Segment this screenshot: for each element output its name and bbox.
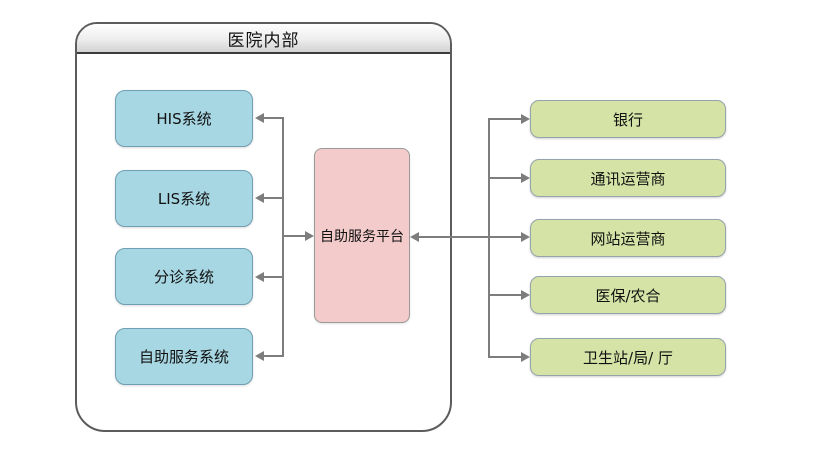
connector-platform-external-trunk — [419, 236, 521, 238]
connector-to-self-service-system — [264, 355, 284, 357]
connector-right-bracket — [488, 118, 490, 358]
node-telecom-operator: 通讯运营商 — [530, 159, 726, 197]
arrowhead-external-to-platform — [410, 232, 419, 242]
node-website-operator: 网站运营商 — [530, 219, 726, 257]
node-lis-system: LIS系统 — [115, 170, 253, 227]
node-bank: 银行 — [530, 100, 726, 138]
connector-to-his — [264, 117, 284, 119]
node-medical-insurance: 医保/农合 — [530, 276, 726, 314]
arrowhead-internal-to-platform — [305, 231, 314, 241]
node-health-station: 卫生站/局/ 厅 — [530, 338, 726, 376]
arrowhead-to-self-service-system — [255, 351, 264, 361]
node-triage-system: 分诊系统 — [115, 248, 253, 305]
connector-left-bracket — [282, 117, 284, 357]
node-self-service-system: 自助服务系统 — [115, 328, 253, 385]
connector-to-medical-insurance — [488, 294, 521, 296]
connector-internal-to-platform — [282, 235, 305, 237]
connector-to-lis — [264, 197, 284, 199]
arrowhead-to-lis — [255, 193, 264, 203]
arrowhead-to-website-operator — [521, 232, 530, 242]
connector-to-bank — [488, 118, 521, 120]
arrowhead-to-bank — [521, 114, 530, 124]
connector-to-telecom — [488, 177, 521, 179]
node-his-system: HIS系统 — [115, 90, 253, 147]
arrowhead-to-telecom — [521, 173, 530, 183]
arrowhead-to-his — [255, 113, 264, 123]
arrowhead-to-triage — [255, 272, 264, 282]
connector-to-triage — [264, 276, 284, 278]
connector-to-health-station — [488, 356, 521, 358]
hospital-internal-header: 医院内部 — [77, 24, 450, 54]
arrowhead-to-medical-insurance — [521, 290, 530, 300]
arrowhead-to-health-station — [521, 352, 530, 362]
node-self-service-platform: 自助服务平台 — [314, 148, 410, 323]
hospital-internal-title: 医院内部 — [227, 30, 300, 51]
